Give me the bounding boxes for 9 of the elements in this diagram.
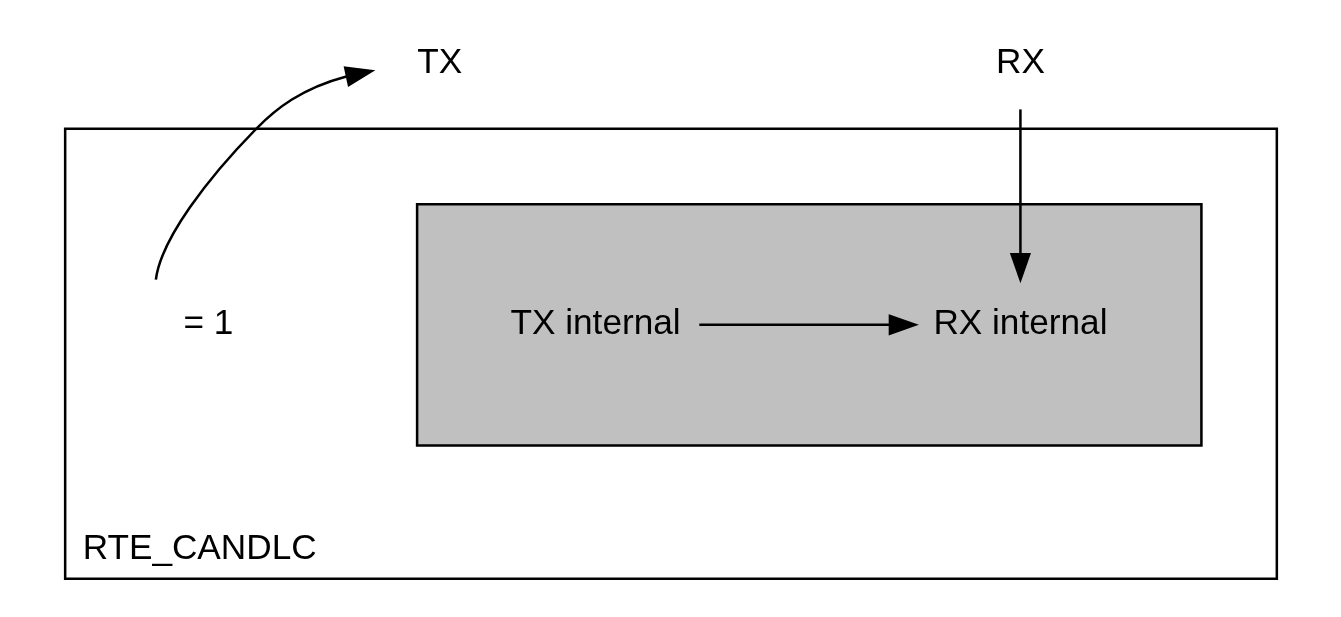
- node-text: = 1: [183, 302, 233, 342]
- node-text: RX: [995, 40, 1045, 80]
- arrow: [1009, 109, 1031, 284]
- node-text: TX internal: [510, 302, 681, 342]
- cluster: [415, 202, 1203, 447]
- arrow: [154, 66, 375, 280]
- arrow: [698, 314, 919, 336]
- node-text: TX: [416, 40, 462, 80]
- node-text: RX internal: [932, 302, 1107, 342]
